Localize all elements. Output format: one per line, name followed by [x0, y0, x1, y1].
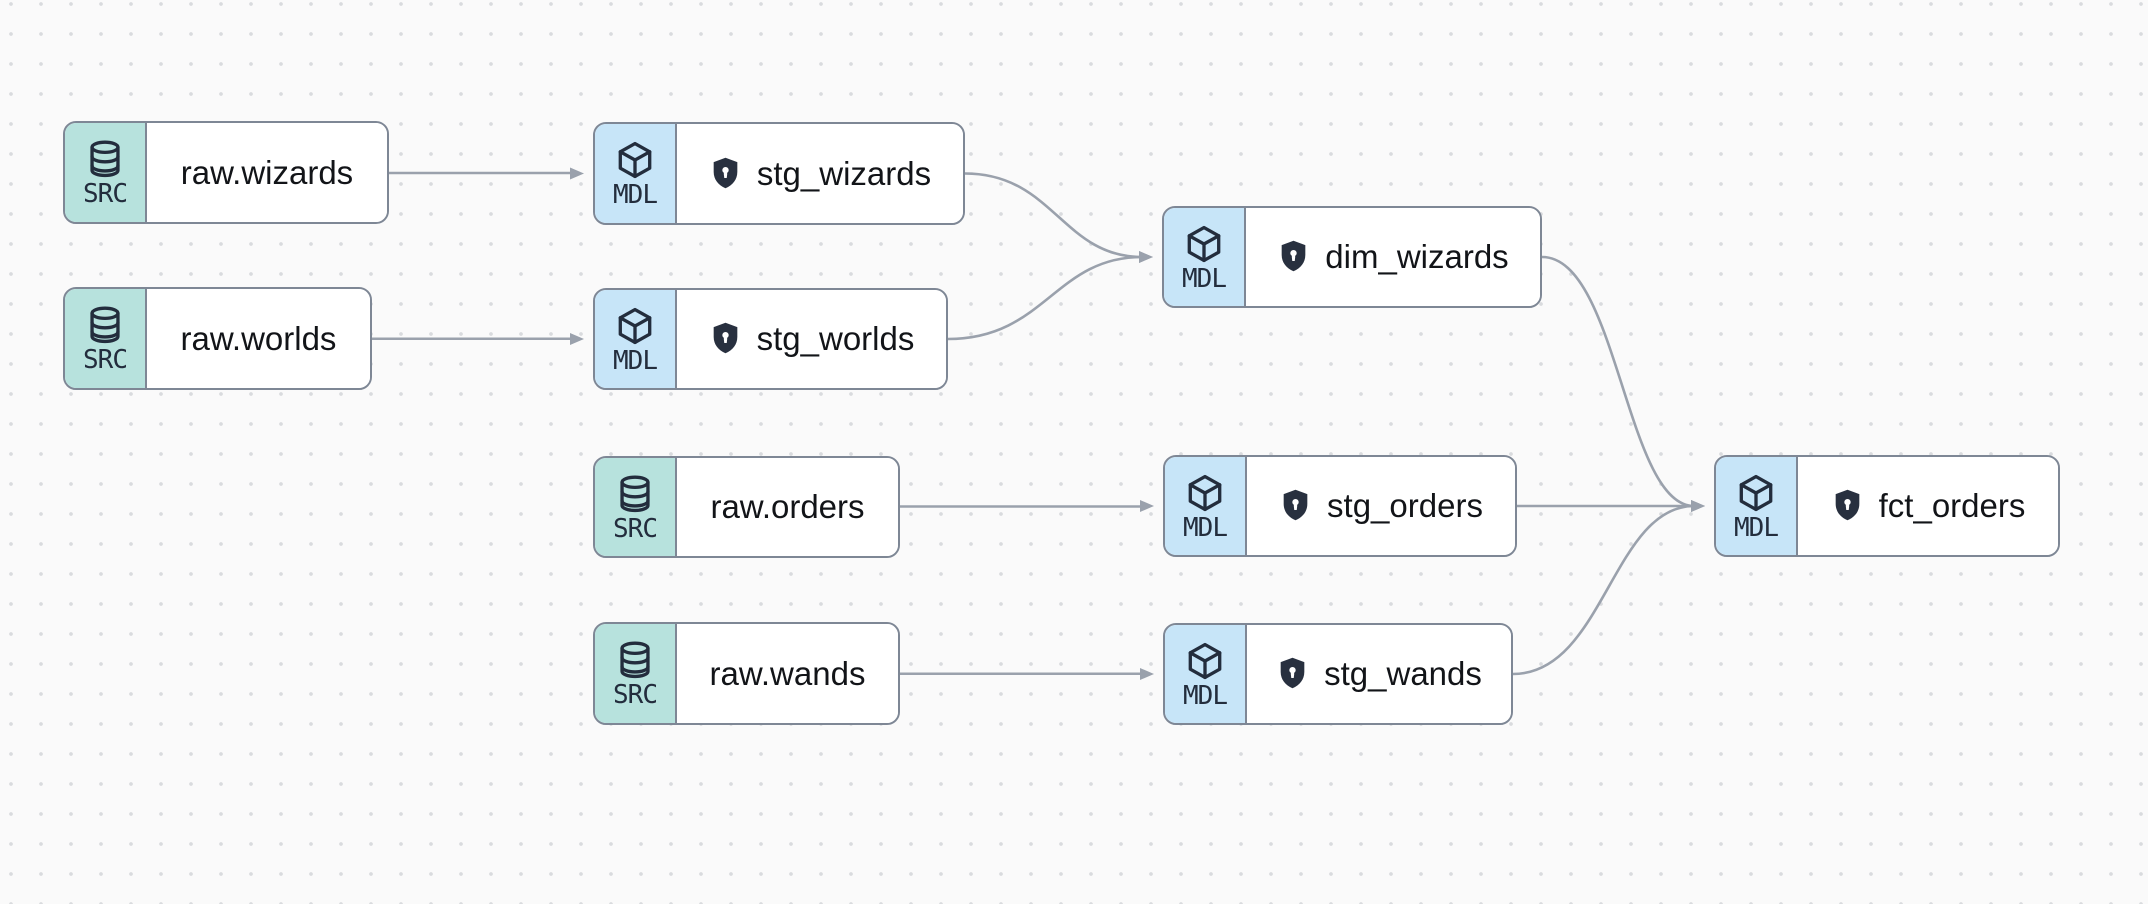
- edge-arrowhead: [1691, 500, 1705, 512]
- node-raw-worlds[interactable]: SRC raw.worlds: [63, 287, 372, 390]
- cube-icon: [1183, 223, 1225, 265]
- node-stg-worlds[interactable]: MDL stg_worlds: [593, 288, 948, 390]
- database-icon: [84, 304, 126, 346]
- node-label: raw.worlds: [180, 319, 337, 357]
- node-label: raw.wizards: [180, 153, 354, 191]
- node-label: stg_wizards: [756, 154, 932, 192]
- shield-lock-icon: [709, 321, 742, 357]
- mdl-badge: MDL: [595, 290, 677, 388]
- node-raw-wizards[interactable]: SRC raw.wizards: [63, 121, 389, 224]
- node-body: raw.worlds: [147, 289, 370, 388]
- node-label: raw.wands: [709, 654, 866, 692]
- node-raw-orders[interactable]: SRC raw.orders: [593, 456, 900, 558]
- mdl-badge: MDL: [1165, 625, 1247, 723]
- node-label: stg_wands: [1324, 655, 1482, 692]
- cube-icon: [1184, 640, 1226, 682]
- cube-icon: [614, 139, 656, 181]
- edge-arrowhead: [570, 167, 584, 180]
- node-body: dim_wizards: [1246, 208, 1540, 306]
- edge-arrowhead: [1140, 500, 1154, 512]
- database-icon: [84, 138, 126, 180]
- node-raw-wands[interactable]: SRC raw.wands: [593, 622, 900, 725]
- node-body: raw.orders: [677, 458, 898, 556]
- node-fct-orders[interactable]: MDL fct_orders: [1714, 455, 2060, 557]
- node-body: stg_orders: [1247, 457, 1515, 555]
- node-label: stg_orders: [1327, 487, 1483, 524]
- node-body: stg_wands: [1247, 625, 1511, 723]
- node-body: raw.wizards: [147, 123, 387, 222]
- node-body: stg_worlds: [677, 290, 946, 388]
- cube-icon: [1735, 472, 1777, 514]
- database-icon: [614, 639, 656, 681]
- node-stg-wands[interactable]: MDL stg_wands: [1163, 623, 1513, 725]
- src-badge: SRC: [595, 458, 677, 556]
- edge-dim-wizards-to-fct-orders: [1541, 255, 1695, 508]
- node-type-label: MDL: [613, 180, 658, 210]
- node-type-label: SRC: [83, 345, 128, 375]
- edge-stg-wizards-to-dim-wizards: [964, 172, 1143, 259]
- edge-arrowhead: [1139, 251, 1153, 263]
- node-type-label: MDL: [1183, 680, 1228, 711]
- edge-arrowhead: [1140, 668, 1154, 680]
- node-label: dim_wizards: [1325, 238, 1509, 275]
- edge-stg-worlds-to-dim-wizards: [947, 255, 1143, 341]
- database-icon: [614, 473, 656, 515]
- node-type-label: SRC: [613, 513, 658, 544]
- node-type-label: MDL: [1183, 512, 1228, 543]
- node-body: stg_wizards: [677, 124, 963, 223]
- node-type-label: MDL: [1182, 263, 1227, 294]
- node-type-label: MDL: [613, 345, 658, 376]
- node-dim-wizards[interactable]: MDL dim_wizards: [1162, 206, 1542, 308]
- src-badge: SRC: [65, 123, 147, 222]
- mdl-badge: MDL: [1165, 457, 1247, 555]
- node-label: stg_worlds: [756, 320, 915, 357]
- node-body: raw.wands: [677, 624, 898, 723]
- mdl-badge: MDL: [1716, 457, 1798, 555]
- node-type-label: SRC: [613, 680, 658, 710]
- node-body: fct_orders: [1798, 457, 2058, 555]
- node-label: fct_orders: [1878, 487, 2026, 524]
- cube-icon: [614, 305, 656, 347]
- src-badge: SRC: [65, 289, 147, 388]
- cube-icon: [1184, 472, 1226, 514]
- edge-stg-wands-to-fct-orders: [1512, 504, 1695, 676]
- mdl-badge: MDL: [1164, 208, 1246, 306]
- shield-lock-icon: [709, 156, 742, 192]
- edge-arrowhead: [570, 333, 584, 345]
- node-type-label: SRC: [83, 179, 128, 209]
- shield-lock-icon: [1277, 239, 1310, 275]
- node-label: raw.orders: [710, 488, 865, 525]
- src-badge: SRC: [595, 624, 677, 723]
- shield-lock-icon: [1831, 488, 1864, 524]
- node-stg-orders[interactable]: MDL stg_orders: [1163, 455, 1517, 557]
- mdl-badge: MDL: [595, 124, 677, 223]
- node-stg-wizards[interactable]: MDL stg_wizards: [593, 122, 965, 225]
- shield-lock-icon: [1279, 488, 1312, 524]
- node-type-label: MDL: [1734, 512, 1779, 543]
- shield-lock-icon: [1276, 656, 1309, 692]
